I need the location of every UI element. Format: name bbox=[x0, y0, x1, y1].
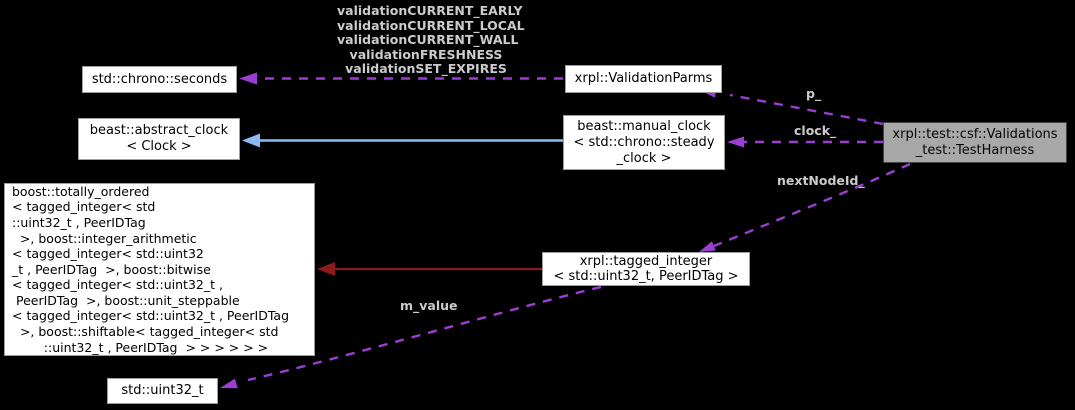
edge-label-validation-fields: validationCURRENT_EARLY validationCURREN… bbox=[337, 3, 525, 77]
node-label: < tagged_integer< std::uint32_t , PeerID… bbox=[12, 308, 290, 324]
edge-validation-fields bbox=[239, 72, 563, 85]
node-label: _t , PeerIDTag >, boost::bitwise bbox=[12, 261, 211, 277]
node-label: std::chrono::seconds bbox=[91, 71, 228, 87]
node-abstract-clock[interactable]: beast::abstract_clock < Clock > bbox=[78, 118, 240, 160]
node-label: beast::abstract_clock bbox=[89, 123, 229, 138]
edge-m-value bbox=[220, 285, 602, 389]
node-label: ::uint32_t , PeerIDTag > > > > > > bbox=[12, 339, 269, 355]
edge-label-line: validationCURRENT_EARLY bbox=[337, 3, 523, 18]
node-label: < tagged_integer< std::uint32_t , bbox=[12, 277, 223, 293]
edge-label-m-value: m_value bbox=[400, 298, 458, 313]
node-label: < tagged_integer< std::uint32 bbox=[12, 246, 204, 262]
node-label: PeerIDTag >, boost::unit_steppable bbox=[12, 292, 240, 308]
edge-clock bbox=[727, 136, 883, 148]
edge-label-line: validationSET_EXPIRES bbox=[345, 61, 507, 77]
edge-label-line: validationCURRENT_LOCAL bbox=[337, 17, 525, 33]
node-label: < std::uint32_t, PeerIDTag > bbox=[553, 269, 739, 284]
node-label: beast::manual_clock bbox=[577, 118, 711, 134]
node-label: _clock > bbox=[616, 150, 672, 166]
edge-inheritance-boost bbox=[317, 262, 542, 276]
node-label: xrpl::tagged_integer bbox=[579, 254, 713, 269]
edge-label-line: validationCURRENT_WALL bbox=[337, 32, 519, 48]
node-std-chrono-seconds[interactable]: std::chrono::seconds bbox=[82, 66, 237, 93]
node-boost-bases[interactable]: boost::totally_ordered < tagged_integer<… bbox=[4, 183, 315, 356]
node-label: < std::chrono::steady bbox=[573, 134, 715, 150]
node-label: _test::TestHarness bbox=[915, 142, 1035, 158]
edge-label-next-node-id: nextNodeId_ bbox=[777, 173, 865, 188]
node-validation-parms[interactable]: xrpl::ValidationParms bbox=[565, 65, 722, 93]
edge-label-p: p_ bbox=[806, 86, 822, 101]
edge-label-clock: clock_ bbox=[794, 123, 837, 138]
node-manual-clock[interactable]: beast::manual_clock < std::chrono::stead… bbox=[563, 115, 725, 170]
node-label: std::uint32_t bbox=[121, 383, 204, 398]
node-label: >, boost::shiftable< tagged_integer< std bbox=[12, 324, 279, 340]
node-label: xrpl::ValidationParms bbox=[574, 71, 713, 86]
node-label: < Clock > bbox=[126, 139, 192, 154]
node-label: >, boost::integer_arithmetic bbox=[12, 230, 197, 246]
node-test-harness[interactable]: xrpl::test::csf::Validations _test::Test… bbox=[883, 122, 1067, 163]
edge-next-node-id bbox=[699, 162, 911, 252]
edge-p bbox=[700, 88, 884, 126]
node-std-uint32-t[interactable]: std::uint32_t bbox=[107, 378, 218, 404]
node-tagged-integer[interactable]: xrpl::tagged_integer < std::uint32_t, Pe… bbox=[542, 252, 750, 286]
node-label: xrpl::test::csf::Validations bbox=[892, 126, 1058, 142]
node-label: < tagged_integer< std bbox=[12, 199, 156, 215]
node-label: ::uint32_t , PeerIDTag bbox=[12, 214, 146, 230]
edge-label-line: validationFRESHNESS bbox=[349, 46, 503, 62]
edge-inheritance-abstract-clock bbox=[242, 133, 563, 148]
node-label: boost::totally_ordered bbox=[12, 183, 150, 199]
